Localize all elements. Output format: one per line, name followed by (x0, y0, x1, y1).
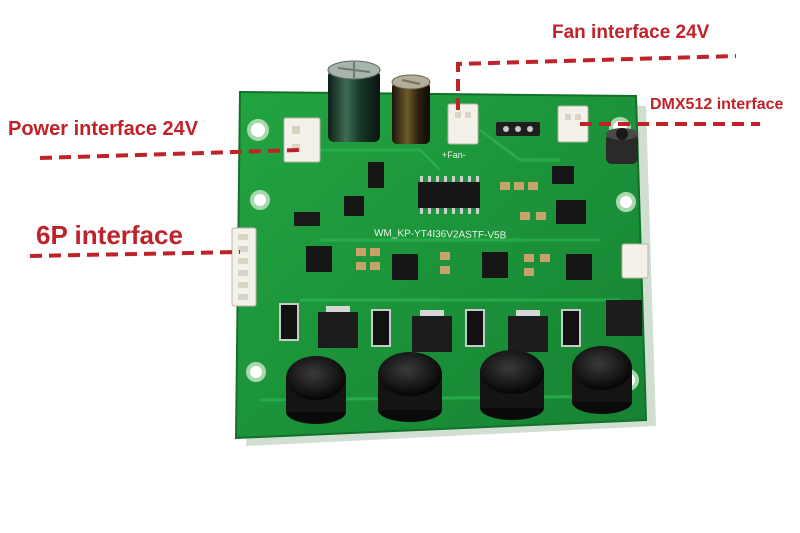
ic-main (418, 176, 480, 214)
inductor-1 (286, 356, 346, 424)
ic-top-right (552, 166, 574, 184)
inductor-4 (572, 346, 632, 414)
board-model-silk: WM_KP-YT4I36V2ASTF-V5B (374, 228, 507, 241)
power-connector (283, 117, 321, 163)
fan-callout-line (456, 54, 737, 110)
mosfets (318, 300, 642, 352)
ic-u1 (556, 200, 586, 224)
six-p-callout-line (29, 250, 241, 258)
capacitor-large (327, 60, 381, 142)
fan-silk-label: +Fan- (442, 150, 466, 160)
header-pins (496, 122, 540, 136)
fan-connector (447, 103, 479, 145)
mosfet-tabs (326, 306, 540, 316)
callout-lines (29, 54, 760, 258)
inductor-2 (378, 352, 442, 422)
fan-interface-label: Fan interface 24V (552, 22, 710, 43)
six-p-interface-label: 6P interface (36, 220, 183, 250)
power-callout-line (39, 148, 301, 160)
microphone (606, 128, 638, 164)
driver-ics (306, 246, 592, 280)
transistor-q3 (368, 162, 384, 188)
six-pin-connector (231, 227, 257, 307)
dmx-connector (557, 105, 589, 143)
inductor-3 (480, 350, 544, 420)
smd-components (294, 182, 550, 276)
power-interface-label: Power interface 24V (8, 118, 199, 140)
shunt-resistors (279, 303, 581, 347)
right-connector (621, 243, 649, 279)
ic-left (344, 196, 364, 216)
capacitor-small (391, 74, 431, 144)
dmx-interface-label: DMX512 interface (650, 96, 784, 113)
